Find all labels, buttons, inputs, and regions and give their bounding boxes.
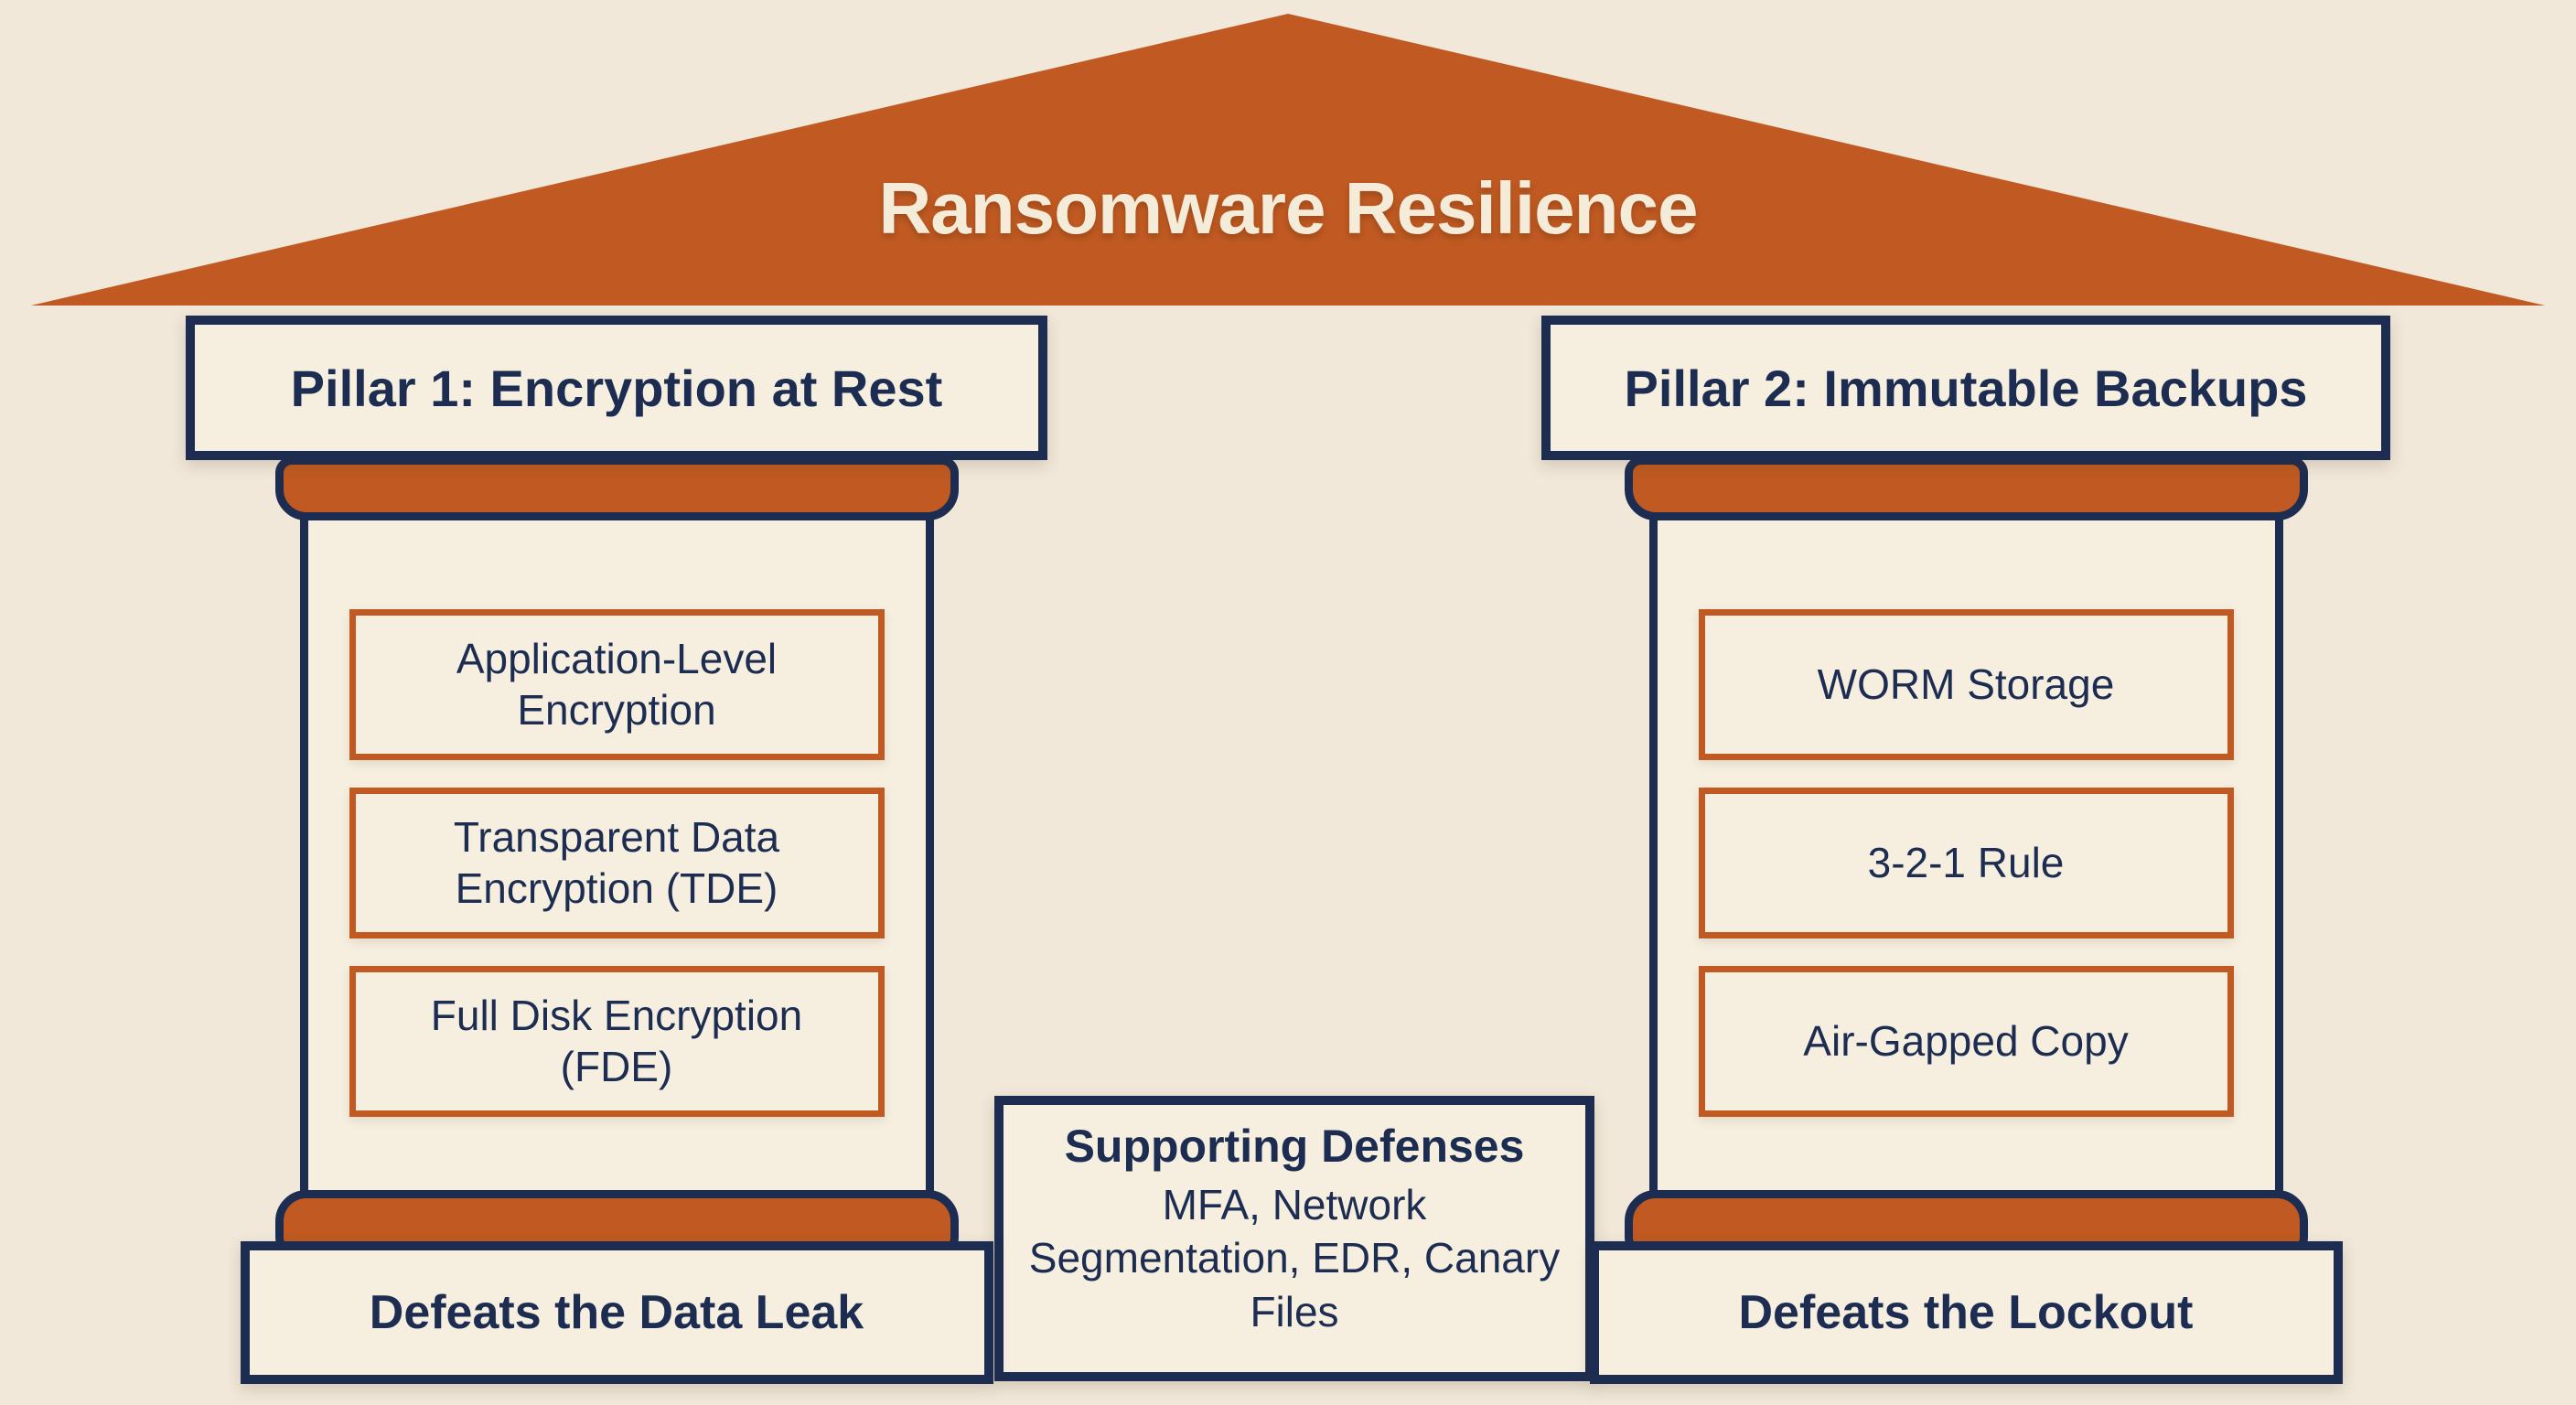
diagram-title: Ransomware Resilience: [878, 167, 1699, 249]
supporting-defenses-box: Supporting Defenses MFA, Network Segment…: [994, 1096, 1594, 1381]
pillar-2-header-label: Pillar 2: Immutable Backups: [1624, 359, 2308, 417]
pillar-2-shaft: WORM Storage 3-2-1 Rule Air-Gapped Copy: [1648, 509, 2283, 1201]
pillar-1-base-label: Defeats the Data Leak: [369, 1286, 864, 1339]
list-item: WORM Storage: [1698, 609, 2234, 760]
pillar-2-item-2-label: 3-2-1 Rule: [1867, 838, 2065, 886]
list-item: Transparent Data Encryption (TDE): [349, 788, 885, 938]
pillar-2: Pillar 2: Immutable Backups WORM Storage…: [1541, 316, 2390, 1384]
list-item: Application-Level Encryption: [349, 609, 885, 760]
pillar-1-item-3-label: Full Disk Encryption (FDE): [430, 992, 803, 1090]
roof-triangle: [30, 14, 2546, 306]
pillar-2-base: Defeats the Lockout: [1589, 1241, 2343, 1384]
pillar-2-base-label: Defeats the Lockout: [1738, 1286, 2194, 1339]
pillar-1-base: Defeats the Data Leak: [240, 1241, 993, 1384]
pillar-1-item-1-label: Application-Level Encryption: [456, 635, 778, 734]
pillar-1-shaft: Application-Level Encryption Transparent…: [299, 509, 934, 1201]
supporting-defenses-title: Supporting Defenses: [1064, 1121, 1525, 1172]
list-item: Full Disk Encryption (FDE): [349, 966, 885, 1117]
pillar-2-item-3-label: Air-Gapped Copy: [1803, 1016, 2129, 1065]
pillar-2-item-1-label: WORM Storage: [1817, 660, 2115, 708]
list-item: Air-Gapped Copy: [1698, 966, 2234, 1117]
pillar-1: Pillar 1: Encryption at Rest Application…: [186, 316, 1047, 1384]
pillar-1-capital: [274, 456, 959, 520]
pillar-1-header: Pillar 1: Encryption at Rest: [186, 316, 1047, 460]
pillar-1-header-label: Pillar 1: Encryption at Rest: [290, 359, 943, 417]
pillar-1-item-2-label: Transparent Data Encryption (TDE): [453, 813, 780, 912]
pillar-2-header: Pillar 2: Immutable Backups: [1541, 316, 2390, 460]
supporting-defenses-body: MFA, Network Segmentation, EDR, Canary F…: [1028, 1181, 1561, 1335]
list-item: 3-2-1 Rule: [1698, 788, 2234, 938]
pillar-2-capital: [1624, 456, 2308, 520]
